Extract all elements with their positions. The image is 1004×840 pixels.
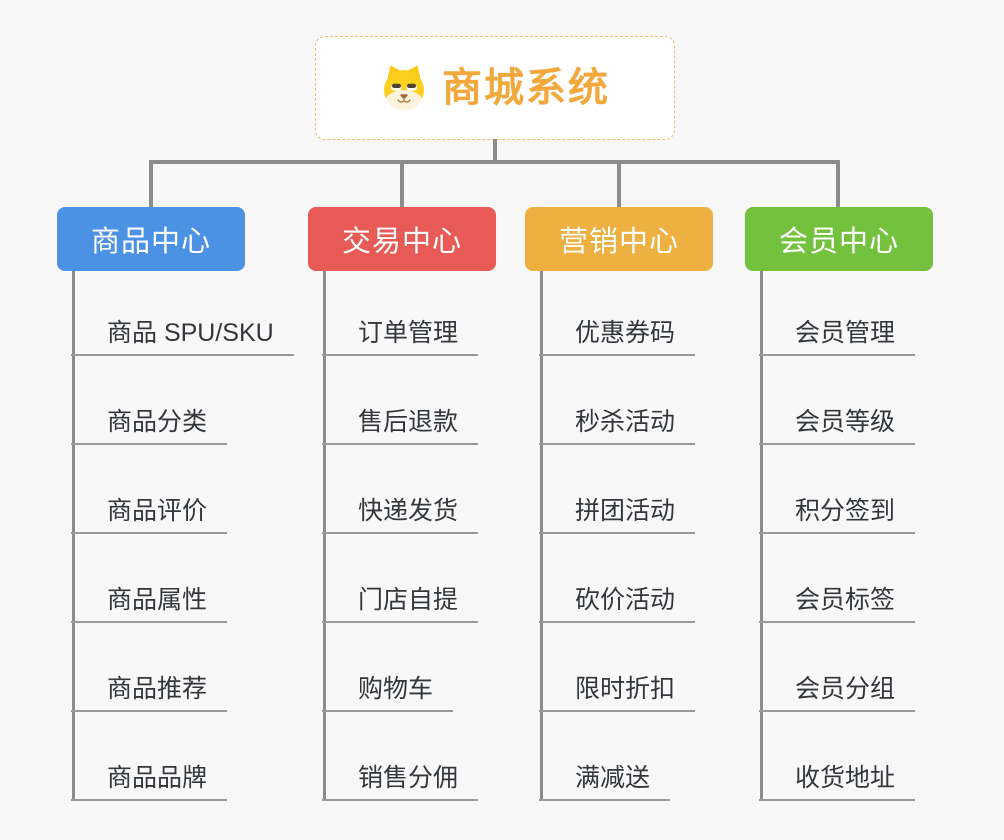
branch-item[interactable]: 会员管理 (759, 312, 916, 356)
branch-item[interactable]: 收货地址 (759, 757, 916, 801)
branch-item[interactable]: 满减送 (539, 757, 671, 801)
root-title: 商城系统 (442, 66, 610, 110)
branch-member-center: 会员中心 会员管理 会员等级 积分签到 会员标签 会员分组 收货地址 (745, 207, 995, 807)
branch-marketing-center: 营销中心 优惠券码 秒杀活动 拼团活动 砍价活动 限时折扣 满减送 (525, 207, 775, 807)
branch-item[interactable]: 积分签到 (759, 490, 916, 534)
branch-item[interactable]: 商品评价 (71, 490, 228, 534)
branch-item[interactable]: 售后退款 (322, 401, 479, 445)
branch-item[interactable]: 会员分组 (759, 668, 916, 712)
branch-item[interactable]: 商品分类 (71, 401, 228, 445)
root-node[interactable]: 商城系统 (315, 36, 675, 140)
branch-item[interactable]: 商品品牌 (71, 757, 228, 801)
branch-item[interactable]: 秒杀活动 (539, 401, 696, 445)
connector-drop-trade (400, 160, 404, 208)
branch-item[interactable]: 门店自提 (322, 579, 479, 623)
branch-item[interactable]: 购物车 (322, 668, 454, 712)
branch-header-member-center[interactable]: 会员中心 (745, 207, 933, 271)
connector-drop-member (836, 160, 840, 208)
branch-item[interactable]: 优惠券码 (539, 312, 696, 356)
branch-spine (760, 271, 763, 801)
branch-item[interactable]: 会员等级 (759, 401, 916, 445)
connector-drop-marketing (617, 160, 621, 208)
branch-item[interactable]: 商品属性 (71, 579, 228, 623)
connector-root-stub (493, 139, 497, 161)
branch-item[interactable]: 商品 SPU/SKU (71, 312, 294, 356)
connector-bus (149, 160, 840, 164)
doge-face-icon (380, 64, 428, 112)
branch-item[interactable]: 订单管理 (322, 312, 479, 356)
branch-trade-center: 交易中心 订单管理 售后退款 快递发货 门店自提 购物车 销售分佣 (308, 207, 558, 807)
branch-spine (323, 271, 326, 801)
branch-spine (72, 271, 75, 801)
branch-product-center: 商品中心 商品 SPU/SKU 商品分类 商品评价 商品属性 商品推荐 商品品牌 (57, 207, 307, 807)
branch-header-trade-center[interactable]: 交易中心 (308, 207, 496, 271)
branch-spine (540, 271, 543, 801)
branch-header-marketing-center[interactable]: 营销中心 (525, 207, 713, 271)
branch-item[interactable]: 拼团活动 (539, 490, 696, 534)
branch-item[interactable]: 限时折扣 (539, 668, 696, 712)
branch-item[interactable]: 砍价活动 (539, 579, 696, 623)
branch-item[interactable]: 商品推荐 (71, 668, 228, 712)
branch-item[interactable]: 快递发货 (322, 490, 479, 534)
branch-item[interactable]: 销售分佣 (322, 757, 479, 801)
connector-drop-product (149, 160, 153, 208)
branch-item[interactable]: 会员标签 (759, 579, 916, 623)
branch-header-product-center[interactable]: 商品中心 (57, 207, 245, 271)
